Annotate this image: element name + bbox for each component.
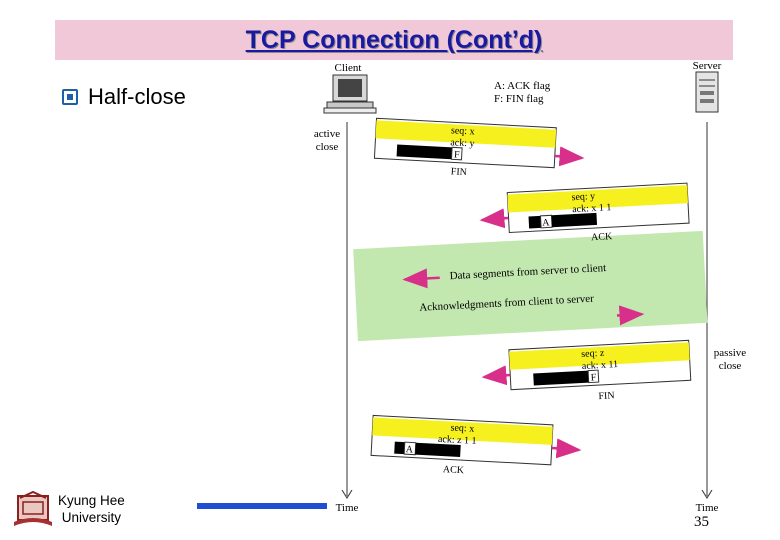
segment-4-seq: seq: x (450, 422, 474, 434)
footer-accent-line (197, 503, 327, 509)
segment-3-arrow (481, 365, 511, 386)
passive-close-label: passive (714, 347, 747, 359)
page-number: 35 (694, 514, 709, 530)
segment-1-ack: ack: y (450, 137, 475, 149)
segment-fin-server: seq: z ack: x 11 F FIN (508, 339, 692, 402)
bullet-item: Half-close (62, 84, 186, 110)
client-label: Client (335, 62, 362, 74)
legend-ack-flag: A: ACK flag (494, 80, 551, 92)
segment-2-seq: seq: y (571, 191, 595, 203)
title-bar: TCP Connection (Cont’d) (55, 20, 733, 60)
segment-1-caption: FIN (450, 166, 467, 178)
university-line-2: University (61, 510, 122, 525)
data-transfer-band (353, 230, 708, 342)
segment-4-arrow (551, 438, 582, 459)
bullet-square-icon (62, 89, 78, 105)
bullet-text: Half-close (88, 84, 186, 109)
segment-1-seq: seq: x (451, 125, 475, 137)
segment-4-ack: ack: z 1 1 (438, 434, 477, 447)
segment-2-flag: A (542, 217, 551, 228)
server-icon (695, 71, 719, 113)
segment-4-caption: ACK (443, 464, 465, 476)
segment-ack-server: seq: y ack: x 1 1 A ACK (506, 182, 690, 243)
time-label-left: Time (336, 502, 359, 514)
segment-3-ack: ack: x 11 (582, 359, 619, 372)
time-label-right: Time (696, 502, 719, 514)
server-time-arrow (701, 489, 713, 499)
university-line-1: Kyung Hee (58, 493, 125, 508)
active-close-label: active (314, 128, 340, 140)
client-computer-icon (323, 74, 377, 114)
segment-3-flag: F (590, 372, 597, 383)
segment-2-arrow (479, 208, 509, 229)
university-logo-icon (14, 490, 52, 526)
client-time-arrow (341, 489, 353, 499)
slide-title: TCP Connection (Cont’d) (245, 26, 543, 54)
legend-fin-flag: F: FIN flag (494, 93, 544, 105)
data-segments-arrow (402, 268, 440, 289)
tcp-half-close-diagram: Client Server A: ACK flag F: FIN flag Ti… (314, 60, 747, 514)
segment-1-flag: F (454, 149, 461, 160)
acknowledgments-arrow (616, 305, 645, 326)
segment-2-ack: ack: x 1 1 (572, 202, 612, 215)
segment-1-arrow (554, 146, 585, 167)
active-close-label-2: close (316, 141, 339, 153)
segment-2-caption: ACK (591, 231, 613, 243)
segment-ack-client: seq: x ack: z 1 1 A ACK (370, 414, 554, 476)
segment-fin-client: seq: x ack: y F FIN (373, 117, 557, 178)
passive-close-label-2: close (719, 360, 742, 372)
segment-4-flag: A (406, 444, 415, 455)
segment-3-caption: FIN (598, 390, 615, 402)
server-label: Server (693, 60, 722, 72)
university-name: Kyung Hee University (58, 492, 125, 526)
segment-3-seq: seq: z (581, 348, 605, 360)
